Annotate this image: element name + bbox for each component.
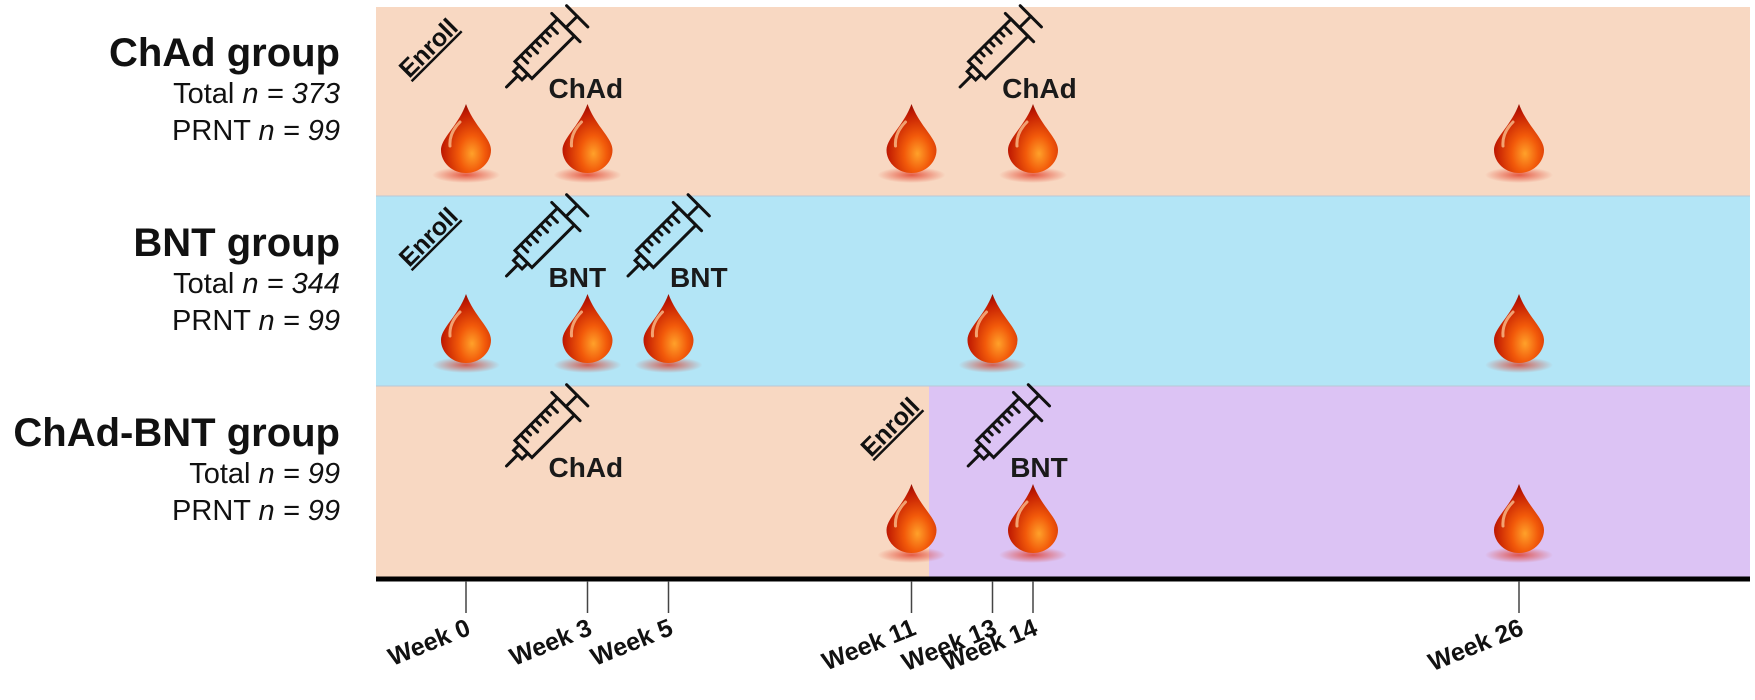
blood-drop-icon: [877, 104, 946, 183]
total-label: Total: [189, 458, 251, 490]
blood-drop-icon: [553, 104, 622, 183]
prnt-value: 99: [307, 115, 340, 147]
equals-sign: =: [282, 458, 300, 490]
syringe-icon: BNT: [505, 193, 607, 293]
blood-drop-icon: [432, 104, 500, 183]
blood-drop-icon: [877, 484, 946, 563]
vaccine-label: ChAd: [1002, 73, 1077, 104]
syringe-icon: ChAd: [505, 383, 624, 483]
total-value: 99: [307, 458, 340, 490]
blood-drop-icon: [999, 104, 1067, 183]
week-label: Week 26: [1424, 614, 1527, 677]
group-title: BNT group: [133, 221, 340, 265]
prnt-value: 99: [307, 495, 340, 527]
n-symbol: n: [258, 458, 275, 490]
total-value: 373: [291, 78, 340, 110]
group-label-chad: ChAd group Total n = 373 PRNT n = 99: [0, 30, 340, 150]
blood-drop-icon: [432, 294, 500, 373]
blood-drop-icon: [1485, 484, 1553, 563]
prnt-label: PRNT: [172, 115, 251, 147]
week-label: Week 5: [587, 614, 677, 672]
total-value: 344: [291, 268, 340, 300]
total-count: Total n = 373: [0, 76, 340, 113]
blood-drop-icon: [1485, 104, 1553, 183]
group-label-bnt: BNT group Total n = 344 PRNT n = 99: [0, 220, 340, 340]
syringe-icon: BNT: [966, 383, 1068, 483]
blood-drop-icon: [958, 294, 1027, 373]
week-label: Week 3: [506, 614, 596, 672]
n-symbol: n: [258, 495, 275, 527]
n-symbol: n: [242, 78, 259, 110]
vaccine-label: BNT: [670, 262, 728, 293]
vaccine-label: BNT: [549, 262, 607, 293]
n-symbol: n: [258, 305, 275, 337]
blood-drop-icon: [999, 484, 1067, 563]
chad-bnt-boost-band: [929, 386, 1750, 578]
equals-sign: =: [266, 78, 284, 110]
group-label-chad-bnt: ChAd-BNT group Total n = 99 PRNT n = 99: [0, 410, 340, 530]
equals-sign: =: [266, 268, 284, 300]
prnt-label: PRNT: [172, 305, 251, 337]
blood-drop-icon: [553, 294, 622, 373]
prnt-label: PRNT: [172, 495, 251, 527]
prnt-value: 99: [307, 305, 340, 337]
prnt-count: PRNT n = 99: [0, 493, 340, 530]
prnt-count: PRNT n = 99: [0, 113, 340, 150]
n-symbol: n: [258, 115, 275, 147]
equals-sign: =: [282, 115, 300, 147]
syringe-icon: ChAd: [958, 4, 1077, 104]
syringe-icon: BNT: [626, 193, 728, 293]
vaccine-label: ChAd: [549, 73, 624, 104]
blood-drop-icon: [634, 294, 703, 373]
total-label: Total: [173, 78, 235, 110]
total-label: Total: [173, 268, 235, 300]
n-symbol: n: [242, 268, 259, 300]
equals-sign: =: [282, 305, 300, 337]
total-count: Total n = 344: [0, 266, 340, 303]
week-label: Week 0: [384, 614, 474, 672]
group-title: ChAd-BNT group: [13, 411, 340, 455]
syringe-icon: ChAd: [505, 4, 624, 104]
vaccine-label: ChAd: [549, 452, 624, 483]
total-count: Total n = 99: [0, 456, 340, 493]
equals-sign: =: [282, 495, 300, 527]
vaccine-label: BNT: [1010, 452, 1068, 483]
blood-drop-icon: [1485, 294, 1553, 373]
prnt-count: PRNT n = 99: [0, 303, 340, 340]
chad-bnt-prime-band: [376, 386, 929, 578]
group-title: ChAd group: [108, 31, 340, 75]
